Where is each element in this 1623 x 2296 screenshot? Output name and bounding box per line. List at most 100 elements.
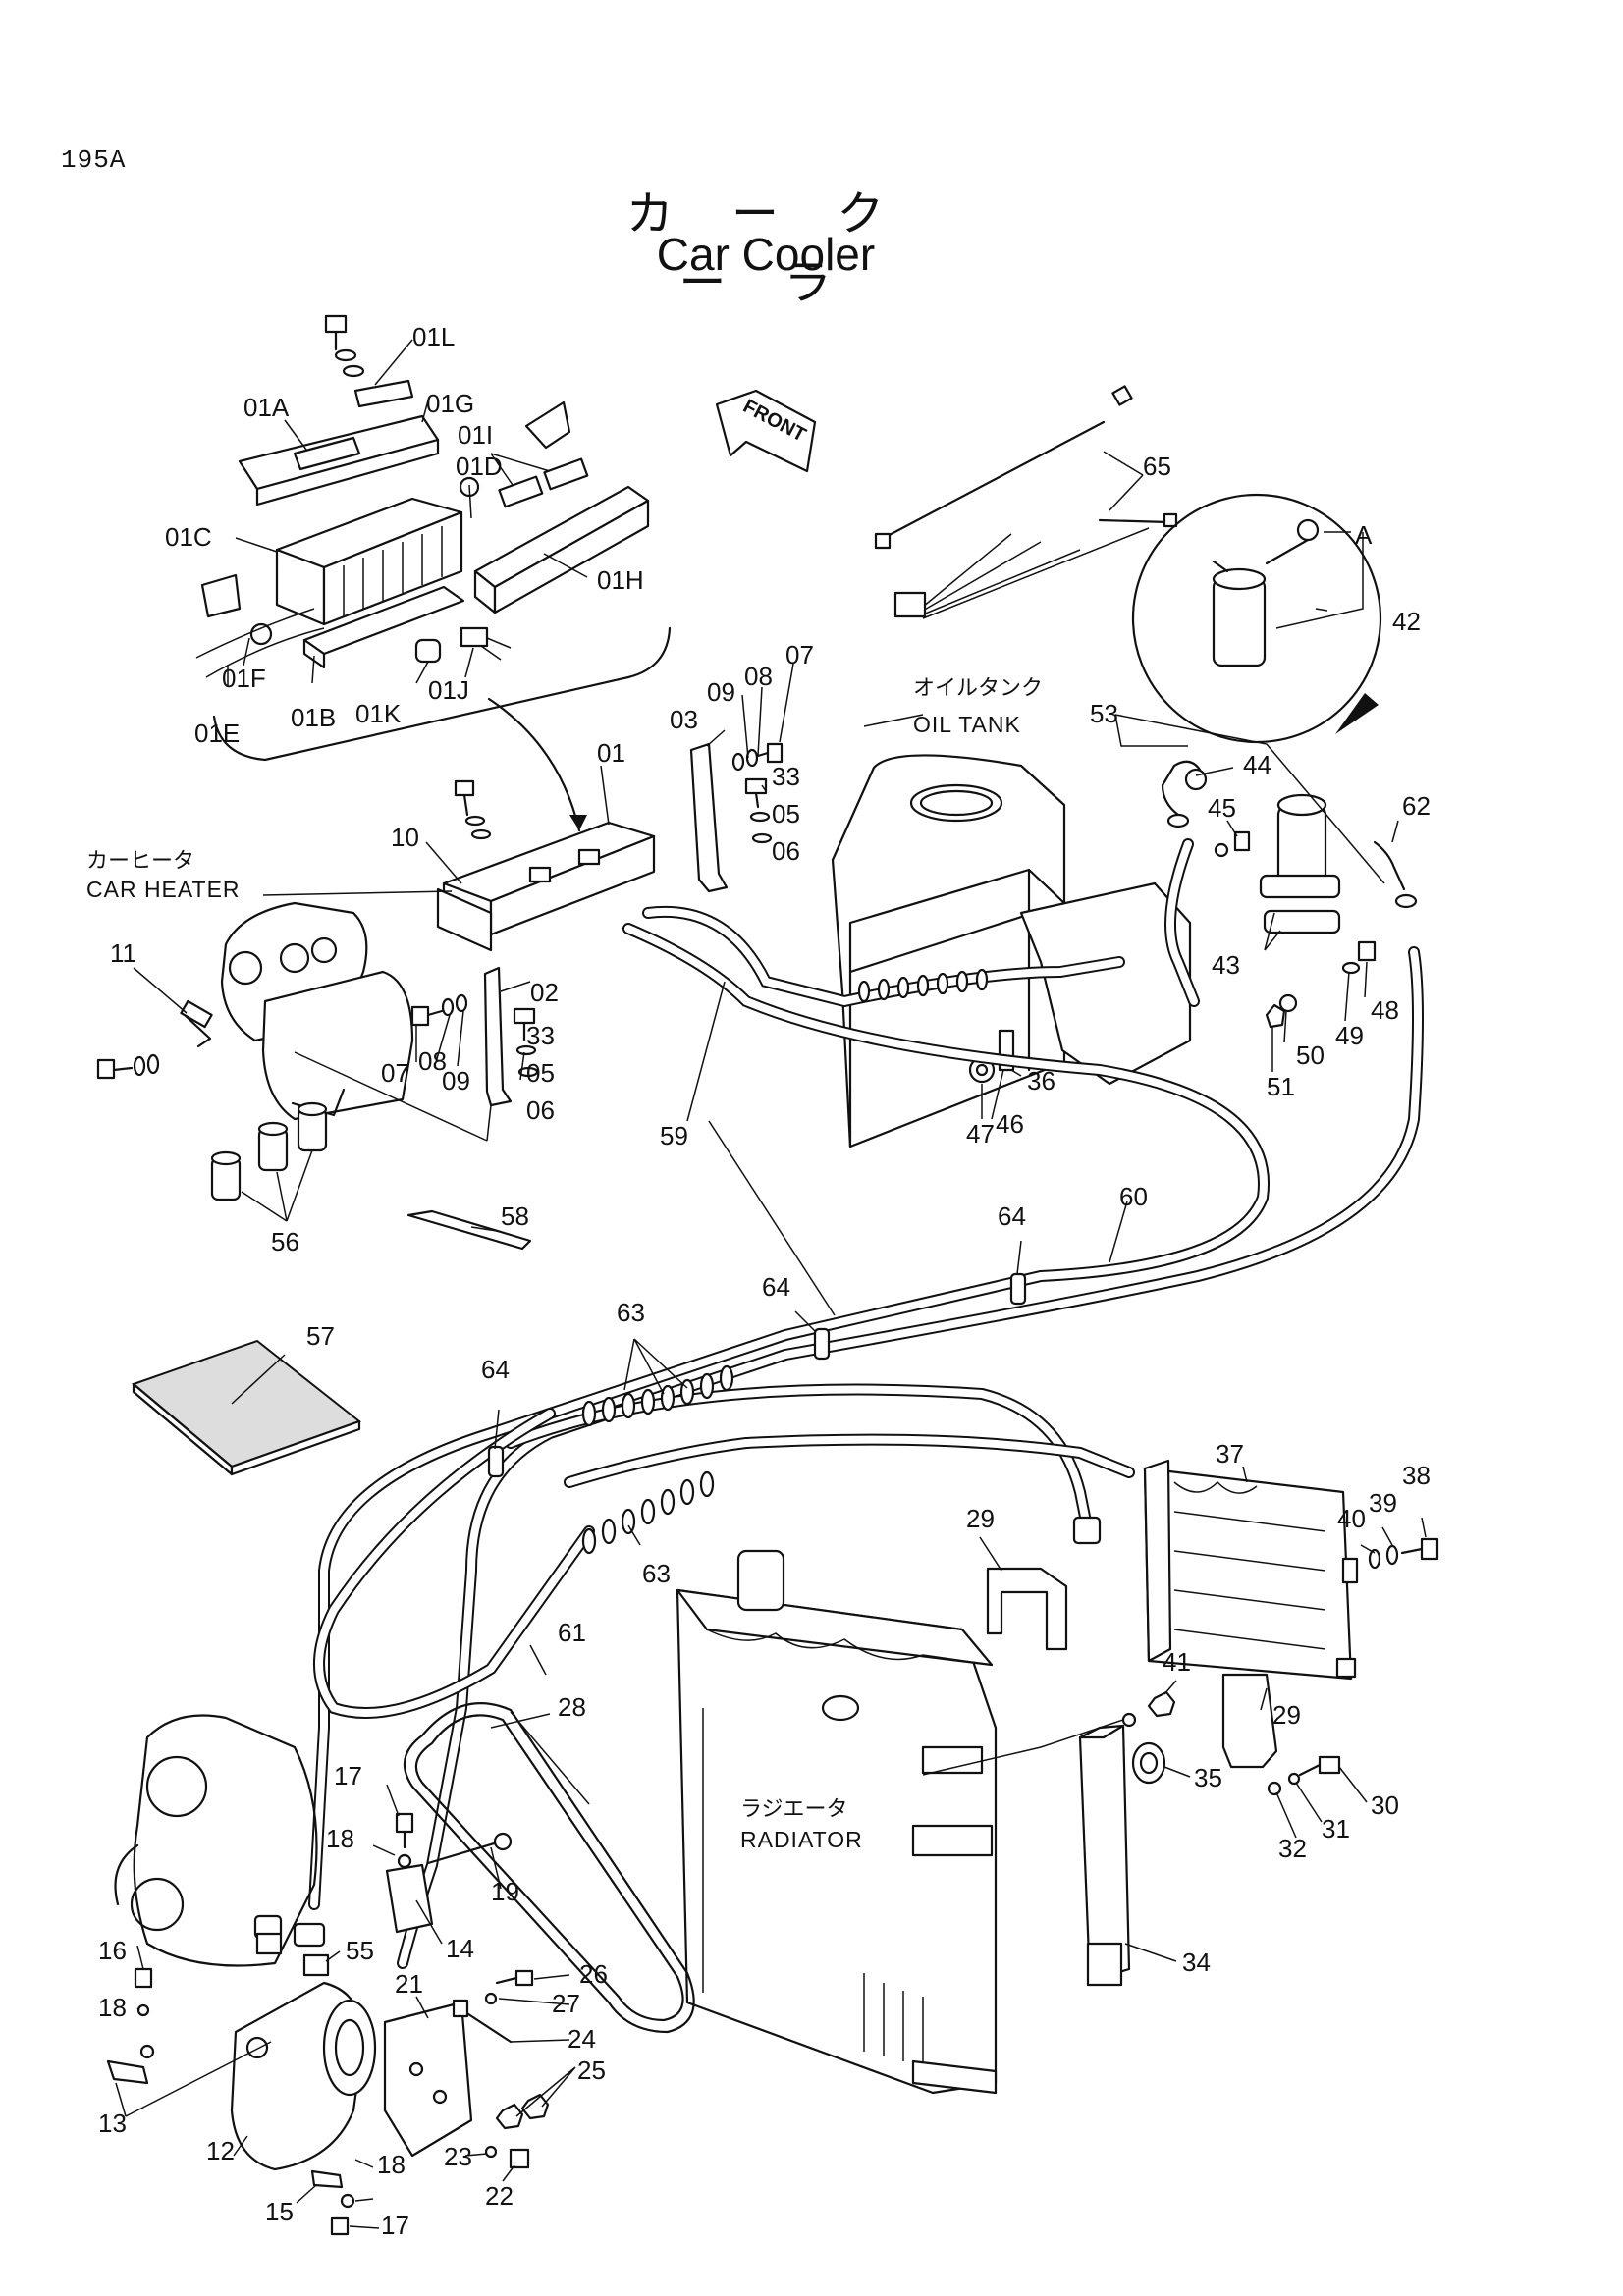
label-44: 44 [1243,750,1271,779]
label-06-lower: 06 [526,1095,555,1125]
radiator-jp: ラジエータ [740,1797,848,1822]
oil-tank [831,754,1192,1148]
hose-loop [313,1408,595,1719]
label-45: 45 [1208,793,1236,823]
label-55: 55 [346,1936,374,1965]
label-37: 37 [1216,1439,1244,1468]
part-number-labels: 01L 01G 01A 01I 01D 01C 01H 01F 01E 01B … [98,322,1431,2240]
label-07-upper: 07 [785,640,814,669]
radiator-en: RADIATOR [740,1827,863,1852]
label-64-b: 64 [762,1272,790,1302]
car-heater-body [96,901,414,1121]
label-59: 59 [660,1121,688,1150]
label-56: 56 [271,1227,299,1256]
harness-connector [893,591,927,618]
label-40: 40 [1337,1504,1366,1533]
label-64-c: 64 [481,1355,510,1384]
fitting-44 [1184,768,1208,791]
label-41: 41 [1163,1647,1191,1677]
nut-25-a [495,2103,524,2130]
tool-58 [406,1209,532,1251]
area-annotations: カーヒータ CAR HEATER オイルタンク OIL TANK ラジエータ R… [86,396,1373,1852]
hose-to-condenser [505,1383,1094,1537]
label-36: 36 [1027,1066,1055,1095]
label-05-upper: 05 [772,799,800,828]
fitting-55 [302,1953,330,1977]
heater-unit-detail [195,314,672,832]
label-01B: 01B [291,703,336,732]
clip-01i-a [498,475,544,508]
label-08-upper: 08 [744,662,773,691]
label-13: 13 [98,2109,127,2138]
bracket-small [524,400,571,450]
clip-13 [106,2059,149,2085]
bracket-29-upper [986,1567,1068,1651]
label-01: 01 [597,738,625,768]
label-48: 48 [1371,995,1399,1025]
title-english: Car Cooler [656,229,876,280]
label-18-left: 18 [98,1993,127,2022]
misc-parts [132,1101,532,1476]
radiator-cap [821,1694,860,1722]
label-01I: 01I [458,420,493,450]
compressor-drive [106,1702,695,2236]
label-58: 58 [501,1201,529,1231]
label-57: 57 [306,1321,335,1351]
label-32: 32 [1278,1834,1307,1863]
bracket-14 [385,1863,434,1934]
label-30: 30 [1371,1790,1399,1820]
label-21: 21 [395,1969,423,1999]
label-46: 46 [996,1109,1024,1139]
oil-tank-jp: オイルタンク [913,676,1043,701]
pressure-switch-a [1296,518,1320,542]
label-06-upper: 06 [772,836,800,866]
grommet-01f [249,622,273,646]
detail-arrow [487,697,581,832]
label-64-a: 64 [998,1201,1026,1231]
spiral-guard-oil-tank [857,968,989,1003]
condenser-37 [986,1459,1439,1796]
label-14: 14 [446,1934,474,1963]
label-28: 28 [558,1692,586,1722]
label-33-upper: 33 [772,762,800,791]
radiator [676,1549,998,2095]
label-31: 31 [1322,1814,1350,1843]
bracket-02 [483,966,513,1107]
label-08-lower: 08 [418,1046,447,1076]
label-01C: 01C [165,522,212,552]
label-18-upper: 18 [326,1824,354,1853]
front-arrow [715,389,817,473]
bracket-29-lower [1221,1673,1278,1769]
bolt-01l-head [324,314,348,334]
label-63-lower: 63 [642,1559,671,1588]
plate-01e [200,573,242,618]
bracket-34 [1078,1724,1131,1987]
label-09-upper: 09 [707,677,735,707]
label-01E: 01E [194,719,240,748]
bracket-21 [383,2001,473,2158]
label-02: 02 [530,978,559,1007]
belt-28 [403,1702,695,2034]
label-09-lower: 09 [442,1066,470,1095]
label-11: 11 [110,938,136,968]
label-47: 47 [966,1119,995,1148]
wire-harness-65 [874,385,1178,619]
label-42: 42 [1392,607,1421,636]
label-61: 61 [558,1618,586,1647]
label-19: 19 [491,1877,519,1906]
washer-50 [1278,993,1298,1013]
bolt-45 [1233,830,1251,852]
label-27: 27 [552,1989,580,2018]
label-33-lower: 33 [526,1021,555,1050]
clamp-01l [353,379,414,408]
label-29-upper: 29 [966,1504,995,1533]
receiver-drier-43 [1114,714,1418,1029]
label-05-lower: 05 [526,1058,555,1088]
label-50: 50 [1296,1041,1325,1070]
label-15: 15 [265,2197,294,2226]
label-51: 51 [1267,1072,1295,1101]
receiver-clamp [1259,874,1341,899]
compressor-clutch [322,1999,377,2097]
label-63-upper: 63 [617,1298,645,1327]
